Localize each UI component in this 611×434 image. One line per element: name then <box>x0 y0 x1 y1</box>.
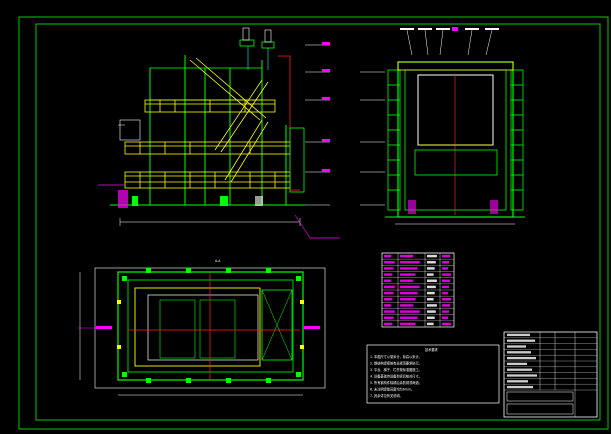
legend-cell <box>427 261 436 264</box>
title-block <box>503 331 598 418</box>
legend-cell <box>442 310 449 313</box>
legend-cell <box>442 298 451 301</box>
legend-cell <box>427 298 434 301</box>
notes-line: 3. 平台、梯子、栏杆按标准图施工。 <box>370 367 422 372</box>
legend-cell <box>384 322 393 326</box>
legend-cell <box>384 310 395 313</box>
legend-cell <box>384 261 395 264</box>
legend-cell <box>400 316 418 319</box>
legend-cell <box>384 291 394 295</box>
legend-cell <box>442 267 448 270</box>
legend-cell <box>427 322 434 326</box>
title-cell <box>507 345 526 348</box>
legend-cell <box>442 261 449 264</box>
legend-cell <box>400 261 420 264</box>
legend-cell <box>384 254 392 258</box>
legend-cell <box>442 304 450 307</box>
title-cell <box>507 385 533 389</box>
front-elevation-view <box>360 27 525 225</box>
legend-cell <box>427 291 435 295</box>
legend-cell <box>427 316 435 319</box>
legend-cell <box>400 322 416 326</box>
legend-cell <box>427 273 434 276</box>
legend-cell <box>442 316 448 319</box>
legend-cell <box>384 273 393 276</box>
title-cell <box>507 339 535 342</box>
legend-cell <box>384 267 394 270</box>
legend-cell <box>442 254 450 258</box>
notes-line: 5. 所有钢构件除锈后涂防锈漆两道。 <box>370 380 422 385</box>
legend-cell <box>427 310 436 313</box>
plan-view: A-A <box>78 259 326 396</box>
title-cell <box>507 356 536 360</box>
notes-line: 7. 其余详见有关说明。 <box>370 393 403 398</box>
legend-cell <box>384 279 392 282</box>
plan-section-mark: A-A <box>215 259 221 263</box>
title-cell <box>507 374 537 377</box>
legend-cell <box>384 304 392 307</box>
legend-cell <box>400 273 416 276</box>
side-elevation-view <box>98 27 340 239</box>
legend-cell <box>400 304 414 307</box>
notes-line: 6. 未注明焊缝高度均为6mm。 <box>370 387 414 392</box>
legend-cell <box>442 285 449 289</box>
legend-cell <box>427 254 437 258</box>
title-cell <box>507 351 531 354</box>
legend-cell <box>400 254 414 258</box>
notes-line: 2. 钢结构焊接按有关规范要求执行。 <box>370 361 422 366</box>
legend-cell <box>442 279 450 282</box>
legend-cell <box>400 267 418 270</box>
notes-heading: 技术要求 <box>425 347 439 352</box>
legend-cell <box>442 291 448 295</box>
notes-box: 技术要求 1. 本图尺寸以毫米计，标高以米计。 2. 钢结构焊接按有关规范要求执行… <box>366 344 500 404</box>
title-cell <box>507 368 532 371</box>
legend-cell <box>400 285 420 289</box>
legend-table <box>381 252 455 328</box>
legend-cell <box>384 285 395 289</box>
legend-cell <box>442 273 451 276</box>
notes-line: 1. 本图尺寸以毫米计，标高以米计。 <box>370 354 422 359</box>
legend-cell <box>400 310 420 313</box>
legend-cell <box>384 316 394 319</box>
legend-cell <box>400 279 414 282</box>
legend-cell <box>427 267 435 270</box>
title-cell <box>507 362 527 366</box>
notes-line: 4. 设备基础待设备到货后核对尺寸。 <box>370 374 422 379</box>
drawing-frame <box>18 16 609 430</box>
legend-cell <box>427 285 436 289</box>
legend-cell <box>427 279 437 282</box>
legend-cell <box>400 298 416 301</box>
title-cell <box>507 380 528 383</box>
title-cell <box>507 333 530 337</box>
legend-cell <box>427 304 437 307</box>
legend-cell <box>400 291 418 295</box>
legend-cell <box>384 298 393 301</box>
legend-cell <box>442 322 451 326</box>
